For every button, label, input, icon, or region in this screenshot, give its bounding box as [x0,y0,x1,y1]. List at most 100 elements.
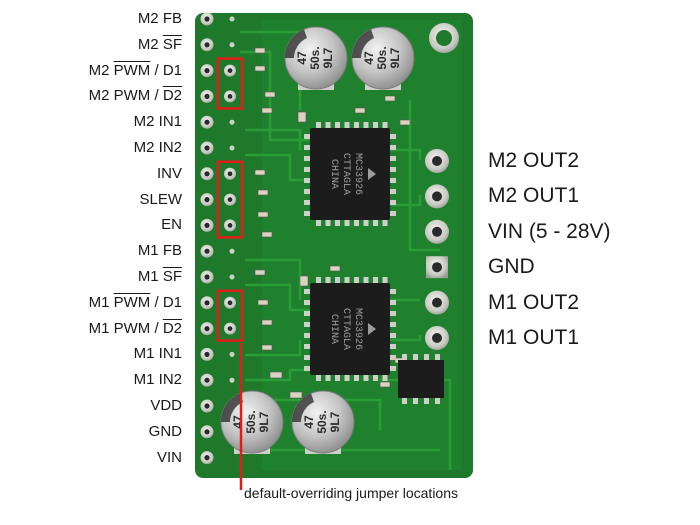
chip-lead [390,366,396,371]
output-pad-hole [432,262,442,273]
right-pin-header [425,149,449,350]
via [229,377,235,383]
capacitor-label: 50s. [308,46,322,69]
left-pin-label-text: EN [161,216,182,234]
left-pin-label-text: M2 FB [137,10,182,27]
left-pin-label-text: M2 IN1 [133,113,182,131]
left-pin-label: M1 IN1 [134,345,182,363]
chip-lead [373,122,378,128]
chip-lead [390,200,396,205]
chip-lead [363,375,369,381]
smd-part [329,265,341,272]
sot-chip [398,360,444,398]
smd-part [289,391,303,399]
chip-lead [390,134,396,139]
chip-label: CHINA [328,159,339,189]
chip-lead [390,156,396,161]
smd-part [254,47,266,54]
chip-lead [390,178,396,183]
chip-lead [304,322,310,327]
left-pin-label-text: M1 IN2 [133,371,182,389]
output-pad-hole [432,226,442,237]
left-pin-label-overline: PWM [113,293,151,311]
chip-lead [382,122,388,128]
left-pin-label-text: M1 [88,293,114,311]
smd-part [379,381,391,388]
chip-lead [344,375,350,381]
via [229,145,235,151]
chip-logo [368,323,376,335]
capacitor-stripe [221,393,243,422]
via [229,274,235,280]
chip-lead [304,311,310,316]
left-pin-label: VIN [157,449,182,467]
pin-pad-hole [204,171,210,177]
chip-lead [354,277,359,283]
chip-label: MC33926 [352,308,363,350]
left-pin-label: M2 IN2 [134,139,182,157]
chip-lead [335,277,340,283]
chip-lead [354,220,359,226]
pin-pad-hole [204,377,210,383]
pin-pad-hole [204,274,210,280]
pin-pad-hole [204,197,210,203]
pin-pad-hole [204,145,210,151]
smd-part [257,299,269,306]
chip-lead [304,156,310,161]
left-pin-label: INV [157,165,182,183]
chip-lead [304,344,310,349]
chip-lead [390,145,396,150]
pin-pad-hole [204,429,210,435]
chip-lead [373,375,378,381]
capacitor-label: 9L7 [328,411,342,432]
chip-lead [335,375,340,381]
chip-lead [304,178,310,183]
left-pin-label: M2 IN1 [134,113,182,131]
chip-lead [373,277,378,283]
chip-lead [390,211,396,216]
mounting-hole-center [436,30,452,46]
left-pin-label-text: VDD [150,397,182,414]
chip-body [310,283,390,375]
sot-lead [435,354,440,360]
pin-pad-hole [204,455,210,461]
right-pin-label: GND [488,255,535,279]
left-pin-label-text: SLEW [139,190,182,208]
pin-pad-hole [204,119,210,125]
chip-label: MC33926 [352,153,363,195]
chip-lead [335,220,340,226]
via [229,42,235,48]
smd-components [254,47,444,404]
via [229,248,235,254]
jumper-pad-hole [227,68,233,73]
smd-part [254,169,266,176]
sot-lead [424,354,429,360]
jumper-pad-hole [227,94,233,99]
jumper-highlight-box [216,160,244,239]
chip-logo [368,168,376,180]
capacitor-label: 47 [231,415,245,429]
chip-label: CTTAGLA [340,153,351,195]
left-pin-label: M1 FB [138,242,182,260]
smd-part [399,119,411,126]
capacitor-stripe [291,393,314,422]
chip-lead [304,200,310,205]
pcb-inner-area [262,20,462,470]
left-pin-header [200,12,214,465]
output-pad-hole [432,156,442,166]
left-pin-label: M1 PWM / D1 [89,294,182,312]
chip-lead [354,375,359,381]
chip-lead [390,322,396,327]
smd-part [354,107,366,114]
chip-lead [390,355,396,360]
left-pin-label: M2 PWM / D1 [89,62,182,80]
left-pin-label-text: M1 FB [137,242,182,260]
chip-lead [390,289,396,294]
